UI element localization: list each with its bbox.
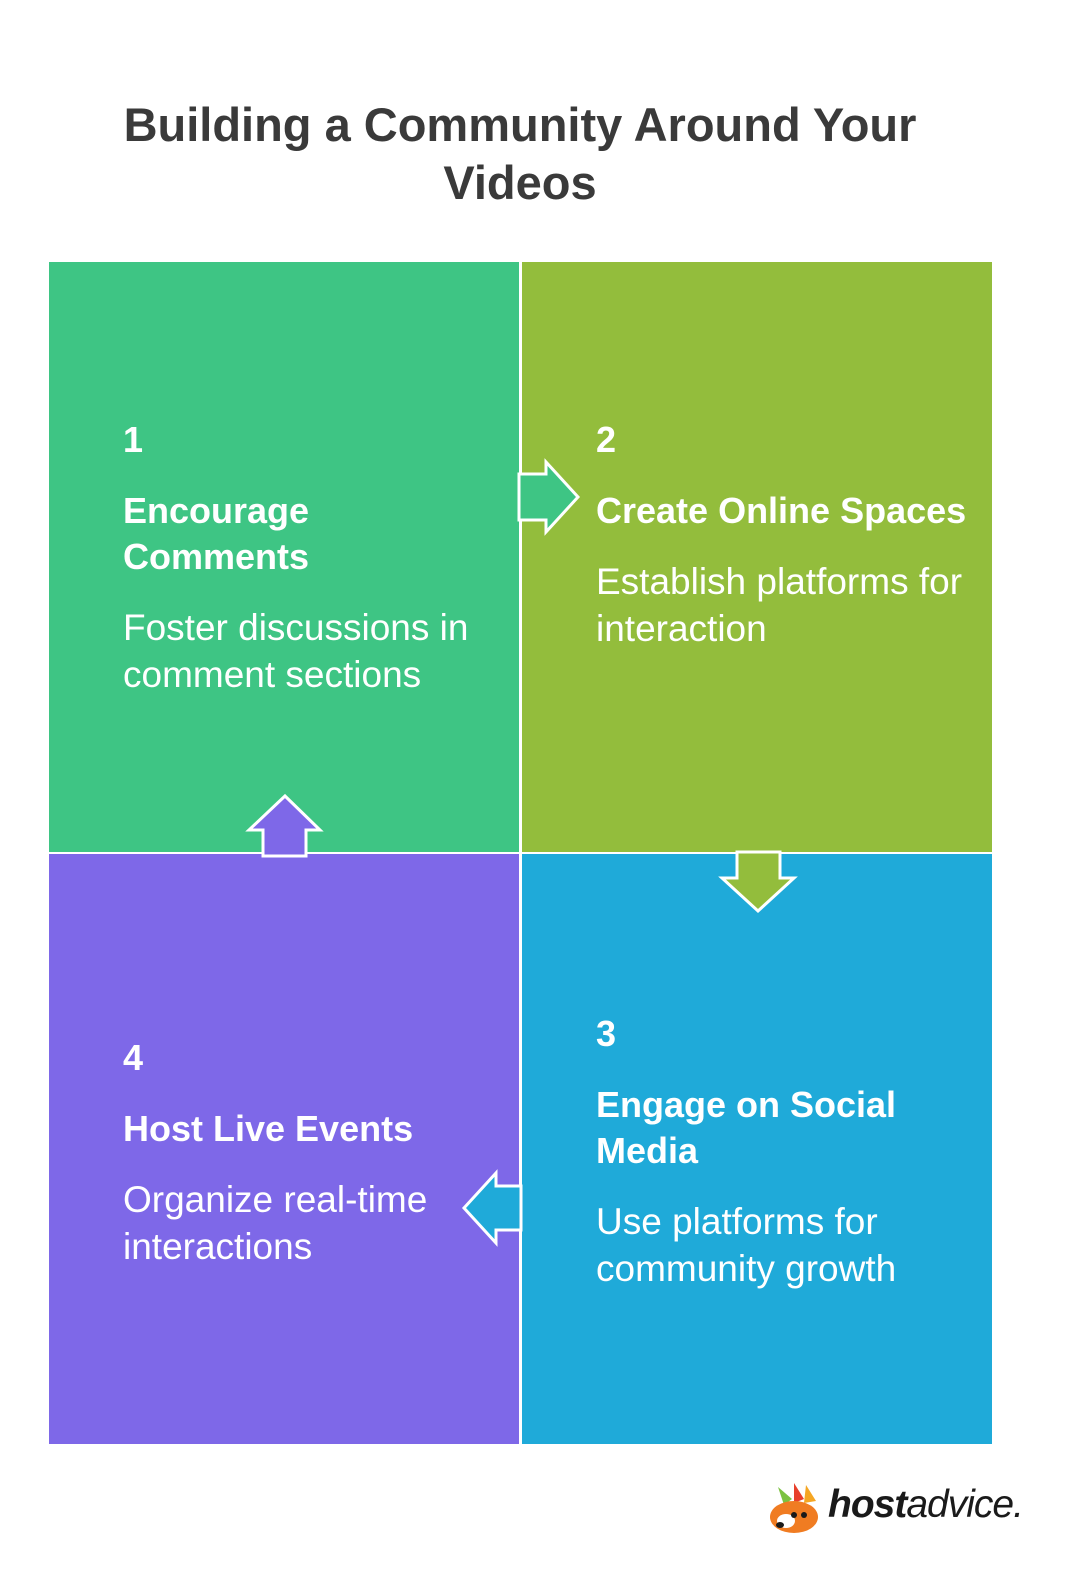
step-3-card: 3 Engage on Social Media Use platforms f… xyxy=(522,854,992,1444)
step-1-card: 1 Encourage Comments Foster discussions … xyxy=(49,262,519,852)
step-1-heading: Encourage Comments xyxy=(123,490,310,577)
arrow-down-icon xyxy=(718,850,798,914)
hostadvice-logo: hostadvice. xyxy=(764,1475,1024,1545)
step-4-description: Organize real-time interactions xyxy=(123,1179,428,1267)
arrow-right-icon xyxy=(517,458,581,536)
logo-text-regular: advice. xyxy=(906,1483,1024,1526)
step-4-card: 4 Host Live Events Organize real-time in… xyxy=(49,854,519,1444)
step-2-number: 2 xyxy=(596,419,617,460)
step-3-number: 3 xyxy=(596,1013,617,1054)
step-2-description: Establish platforms for interaction xyxy=(596,561,963,649)
step-1-description: Foster discussions in comment sections xyxy=(123,607,469,695)
step-2-heading: Create Online Spaces xyxy=(596,490,967,531)
arrow-up-icon xyxy=(245,793,324,858)
diagram-title: Building a Community Around Your Videos xyxy=(123,98,917,209)
step-4-heading: Host Live Events xyxy=(123,1108,414,1149)
step-3-heading: Engage on Social Media xyxy=(596,1084,897,1171)
step-2-card: 2 Create Online Spaces Establish platfor… xyxy=(522,262,992,852)
logo-text-bold: host xyxy=(828,1483,907,1526)
step-1-number: 1 xyxy=(123,419,144,460)
arrow-left-icon xyxy=(461,1169,523,1247)
step-3-description: Use platforms for community growth xyxy=(596,1201,897,1289)
fox-mascot-icon xyxy=(770,1483,818,1533)
step-4-number: 4 xyxy=(123,1037,144,1078)
